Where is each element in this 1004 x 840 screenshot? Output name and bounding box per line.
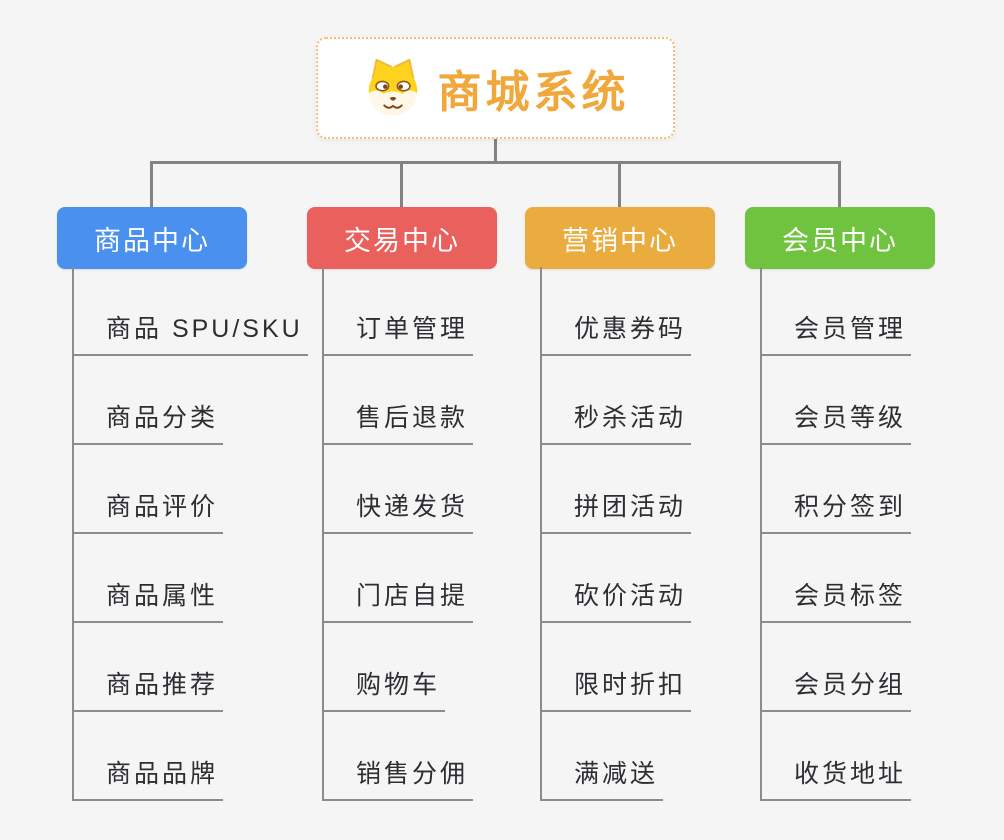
leaf-node[interactable]: 秒杀活动 <box>542 356 692 445</box>
leaf-node[interactable]: 订单管理 <box>324 267 474 356</box>
connector-drop-member <box>838 161 841 208</box>
leaf-node[interactable]: 快递发货 <box>324 445 474 534</box>
branch-items-product-center: 商品 SPU/SKU 商品分类 商品评价 商品属性 商品推荐 商品品牌 <box>72 267 308 801</box>
branch-items-marketing-center: 优惠券码 秒杀活动 拼团活动 砍价活动 限时折扣 满减送 <box>540 267 692 801</box>
leaf-node[interactable]: 砍价活动 <box>542 534 692 623</box>
leaf-node[interactable]: 会员管理 <box>762 267 912 356</box>
leaf-node[interactable]: 商品属性 <box>74 534 224 623</box>
branch-box-member-center[interactable]: 会员中心 <box>745 207 935 269</box>
connector-root-stem <box>494 139 497 163</box>
leaf-node[interactable]: 满减送 <box>542 712 664 801</box>
leaf-node[interactable]: 会员分组 <box>762 623 912 712</box>
branch-label: 营销中心 <box>562 225 678 256</box>
branch-box-trade-center[interactable]: 交易中心 <box>307 207 497 269</box>
leaf-node[interactable]: 商品品牌 <box>74 712 224 801</box>
branch-box-product-center[interactable]: 商品中心 <box>57 207 247 269</box>
branch-items-member-center: 会员管理 会员等级 积分签到 会员标签 会员分组 收货地址 <box>760 267 912 801</box>
dog-face-icon <box>368 58 417 116</box>
leaf-node[interactable]: 限时折扣 <box>542 623 692 712</box>
branch-items-trade-center: 订单管理 售后退款 快递发货 门店自提 购物车 销售分佣 <box>322 267 474 801</box>
branch-label: 交易中心 <box>344 225 460 256</box>
leaf-node[interactable]: 售后退款 <box>324 356 474 445</box>
leaf-node[interactable]: 门店自提 <box>324 534 474 623</box>
branch-label: 会员中心 <box>782 225 898 256</box>
leaf-node[interactable]: 拼团活动 <box>542 445 692 534</box>
leaf-node[interactable]: 优惠券码 <box>542 267 692 356</box>
connector-drop-marketing <box>618 161 621 208</box>
connector-horizontal-bar <box>151 161 840 164</box>
leaf-node[interactable]: 收货地址 <box>762 712 912 801</box>
connector-drop-trade <box>400 161 403 208</box>
branch-box-marketing-center[interactable]: 营销中心 <box>525 207 715 269</box>
leaf-node[interactable]: 购物车 <box>324 623 446 712</box>
leaf-node[interactable]: 会员等级 <box>762 356 912 445</box>
leaf-node[interactable]: 销售分佣 <box>324 712 474 801</box>
leaf-node[interactable]: 商品推荐 <box>74 623 224 712</box>
root-title: 商城系统 <box>437 68 630 117</box>
branch-label: 商品中心 <box>94 225 210 256</box>
leaf-node[interactable]: 商品评价 <box>74 445 224 534</box>
connector-drop-product <box>150 161 153 208</box>
root-node[interactable]: 商城系统 <box>316 37 675 139</box>
leaf-node[interactable]: 会员标签 <box>762 534 912 623</box>
leaf-node[interactable]: 商品 SPU/SKU <box>74 267 308 356</box>
leaf-node[interactable]: 积分签到 <box>762 445 912 534</box>
leaf-node[interactable]: 商品分类 <box>74 356 224 445</box>
